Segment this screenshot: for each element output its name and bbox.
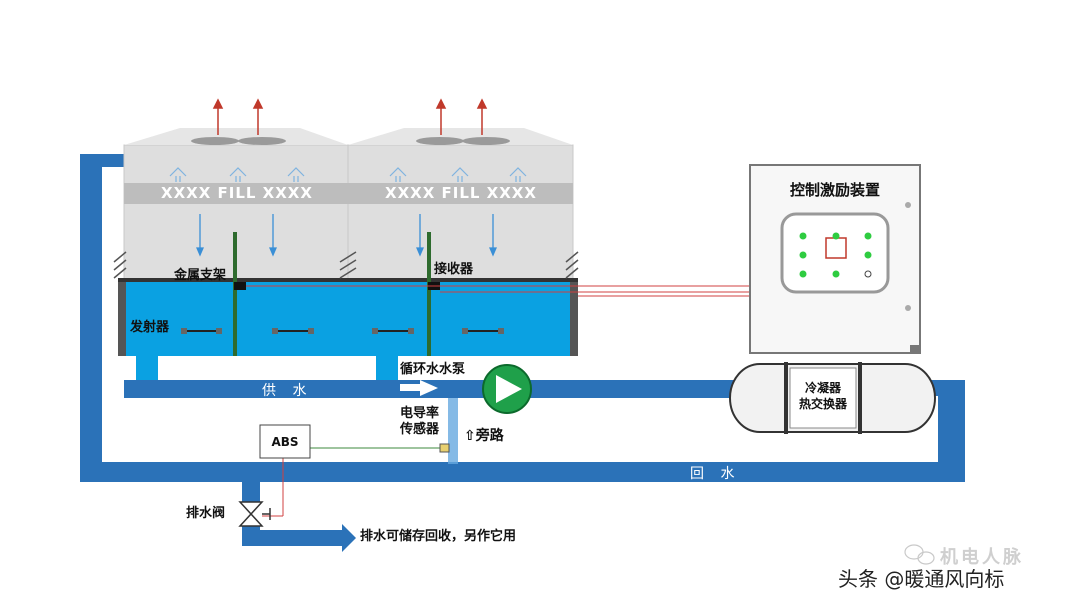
fill-band bbox=[124, 183, 573, 204]
fill-label-left: XXXX FILL XXXX bbox=[161, 184, 313, 202]
condenser-label-line1: 冷凝器 bbox=[804, 381, 841, 395]
metal-bracket-label: 金属支架 bbox=[174, 268, 227, 283]
transmitter-label: 发射器 bbox=[130, 320, 170, 335]
drain-valve-label: 排水阀 bbox=[186, 506, 226, 521]
metal-bracket-left bbox=[233, 232, 237, 356]
device-panel bbox=[780, 212, 890, 294]
fan-blade-left-b bbox=[238, 137, 286, 145]
louver-marks bbox=[113, 251, 579, 279]
fan-stack-left bbox=[124, 128, 348, 145]
fill-label-right: XXXX FILL XXXX bbox=[385, 184, 537, 202]
basin-outlet-right bbox=[376, 356, 398, 386]
device-power-knob bbox=[864, 270, 872, 278]
drain-outlet-arrow bbox=[342, 524, 356, 552]
fan-stack-right bbox=[348, 128, 573, 145]
signal-wires bbox=[246, 285, 753, 517]
basin-rim bbox=[118, 278, 578, 282]
fan-left bbox=[191, 137, 286, 145]
bottom-return-pipe bbox=[80, 462, 965, 482]
tower-cell-right bbox=[347, 144, 574, 281]
device-foot bbox=[910, 345, 920, 353]
device-title: 控制激励装置 bbox=[789, 181, 880, 199]
supply-header bbox=[136, 380, 398, 398]
fan-blade-right-a bbox=[416, 137, 464, 145]
drain-note: 排水可储存回收，另作它用 bbox=[360, 529, 517, 544]
sensor-probe bbox=[439, 443, 450, 453]
condenser-heat-exchanger bbox=[729, 362, 936, 434]
supply-water-label: 供 水 bbox=[262, 383, 313, 399]
watermark-credit: 头条 @暖通风向标 bbox=[838, 567, 1005, 591]
drain-valve-top bbox=[238, 501, 264, 516]
watermark-faded: 机电人脉 bbox=[940, 547, 1024, 568]
fan-blade-left-a bbox=[191, 137, 239, 145]
left-return-pipe bbox=[80, 154, 102, 482]
exhaust-arrows bbox=[212, 98, 488, 135]
flow-arrow bbox=[400, 380, 438, 396]
abs-controller-box bbox=[259, 424, 311, 459]
right-return-pipe bbox=[938, 380, 965, 482]
condenser-core bbox=[789, 367, 857, 429]
cooling-tower bbox=[113, 128, 579, 356]
receiver-label: 接收器 bbox=[434, 262, 474, 277]
basin-wall-left bbox=[118, 280, 126, 356]
fan-blade-right-b bbox=[462, 137, 510, 145]
bypass-pipe bbox=[448, 398, 458, 464]
abs-label: ABS bbox=[271, 434, 299, 449]
drain-riser bbox=[242, 482, 260, 502]
bracket-clamp-left bbox=[234, 282, 246, 290]
circulation-pump bbox=[482, 364, 532, 414]
control-excitation-device bbox=[749, 164, 921, 354]
basin-outlet-left bbox=[136, 356, 158, 386]
supply-gap bbox=[158, 362, 368, 380]
transmitter-ends bbox=[181, 328, 504, 334]
metal-bracket-right bbox=[427, 232, 431, 356]
sensor-label-line1: 电导率 bbox=[400, 406, 440, 421]
fan-right bbox=[416, 137, 510, 145]
return-water-label: 回 水 bbox=[690, 466, 741, 482]
condenser-label-line2: 热交换器 bbox=[798, 397, 847, 411]
condenser-flange-right bbox=[858, 362, 862, 434]
watermark-icon bbox=[904, 544, 935, 565]
basin-wall-right bbox=[570, 280, 578, 356]
conductivity-sensor bbox=[439, 443, 450, 453]
drain-outlet-pipe bbox=[242, 530, 342, 546]
spray-nozzles bbox=[169, 167, 527, 182]
condenser-flange-left bbox=[784, 362, 788, 434]
pump-arrow bbox=[496, 375, 522, 403]
device-indicator-lights bbox=[799, 232, 872, 278]
falling-water-arrows bbox=[196, 214, 497, 257]
water-basin bbox=[124, 280, 573, 356]
drain-line bbox=[238, 482, 356, 552]
bypass-label: ⇧旁路 bbox=[464, 428, 504, 444]
sensor-label-line2: 传感器 bbox=[400, 422, 440, 437]
pump-label: 循环水水泵 bbox=[400, 362, 466, 377]
drain-valve-bottom bbox=[238, 512, 264, 527]
